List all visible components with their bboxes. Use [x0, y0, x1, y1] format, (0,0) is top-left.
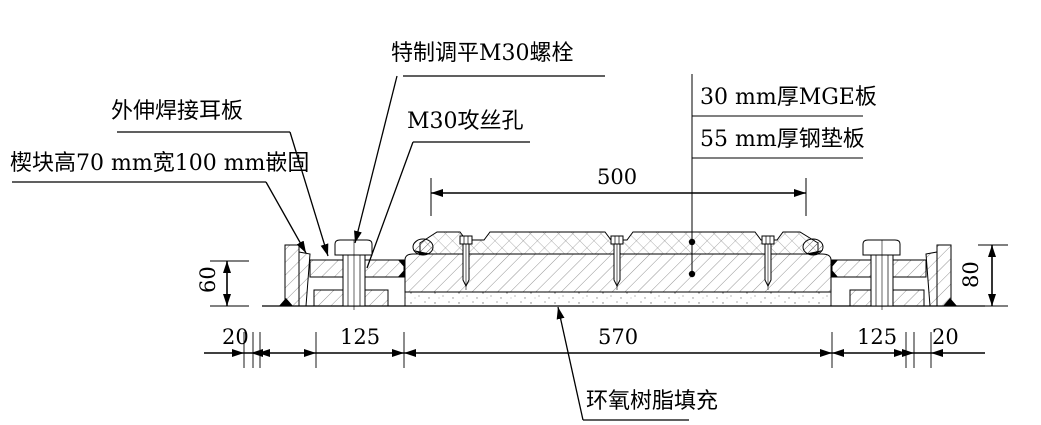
- leader-leveling-bolt: [354, 75, 605, 244]
- leader-tapped-hole: [366, 141, 530, 269]
- dim-text-bottom-2: 125: [340, 325, 380, 349]
- dim-text-bottom-1: 20: [222, 325, 249, 349]
- left-leveling-bolt: [334, 239, 373, 310]
- leader-epoxy: [556, 306, 689, 421]
- plate-bolt-2: [610, 235, 624, 290]
- label-ear-plate: 外伸焊接耳板: [111, 99, 243, 124]
- label-leveling-bolt: 特制调平M30螺栓: [391, 41, 574, 66]
- dim-text-bottom-4: 125: [857, 325, 897, 349]
- label-steel-pad-plate: 55 mm厚钢垫板: [700, 127, 865, 152]
- dimension-60: [210, 260, 249, 307]
- label-wedge: 楔块高70 mm宽100 mm嵌固: [10, 151, 309, 176]
- bottom-dimension-chain: [204, 332, 985, 368]
- left-wedge: [298, 251, 311, 307]
- right-embed-plate: [936, 244, 957, 307]
- label-mge-plate: 30 mm厚MGE板: [700, 85, 877, 110]
- seal-right: [802, 238, 824, 256]
- label-epoxy-fill: 环氧树脂填充: [586, 389, 718, 414]
- dimension-500: [430, 178, 807, 216]
- label-tapped-hole: M30攻丝孔: [407, 109, 524, 134]
- dim-text-80: 80: [959, 261, 983, 288]
- seal-left: [412, 238, 434, 256]
- dimension-80: [978, 244, 1008, 307]
- left-embed-plate: [279, 244, 300, 307]
- plate-bolt-1: [459, 235, 473, 290]
- leader-plate-layers: [688, 74, 863, 278]
- leader-wedge: [12, 181, 307, 254]
- leader-ear-plate: [117, 131, 329, 257]
- dim-text-60: 60: [196, 266, 220, 293]
- dim-text-bottom-5: 20: [932, 325, 959, 349]
- dim-text-500: 500: [597, 165, 637, 189]
- right-leveling-bolt: [862, 239, 901, 310]
- epoxy-fill-layer: [404, 291, 832, 307]
- plate-bolt-3: [761, 235, 775, 290]
- dim-text-bottom-3: 570: [598, 325, 638, 349]
- right-wedge: [925, 251, 938, 307]
